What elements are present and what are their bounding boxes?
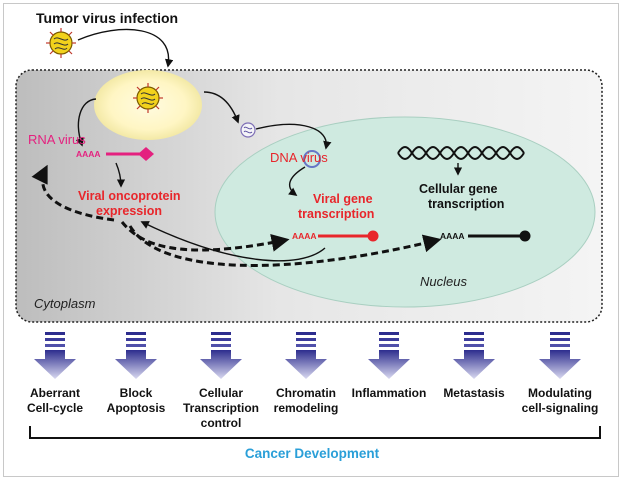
cancer-development-label: Cancer Development (244, 446, 380, 461)
outcome-1-line1: Aberrant (29, 386, 80, 400)
viral-oncoprotein-icon (367, 230, 379, 242)
outcome-arrow-7 (539, 332, 581, 379)
rna-virus-label: RNA virus (28, 132, 86, 147)
cancer-bracket (29, 426, 601, 439)
arrow-to-uncoating (203, 91, 240, 124)
tumor-virus-icon (45, 27, 77, 59)
outcome-4-line1: Chromatin (276, 386, 336, 400)
outcome-arrow-4 (285, 332, 327, 379)
outcome-7-line1: Modulating (528, 386, 592, 400)
cellular-protein-icon (519, 230, 531, 242)
cellular-polyA-label: AAAA (440, 231, 465, 241)
outcome-3-line1: Cellular (198, 386, 243, 400)
dna-virus-label: DNA virus (270, 150, 328, 165)
dashed-arrows (31, 164, 442, 267)
outcome-4: Chromatin remodeling (261, 386, 351, 416)
arrow-to-rna-virus (75, 98, 97, 147)
outcome-1-line2: Cell-cycle (26, 401, 84, 415)
chromosome-helix-icon (397, 146, 525, 160)
outcome-2: Block Apoptosis (91, 386, 181, 416)
outcome-3-line3: control (200, 416, 242, 430)
outcome-6: Metastasis (429, 386, 519, 401)
outcome-5-line1: Inflammation (351, 386, 427, 400)
outcome-2-line2: Apoptosis (106, 401, 166, 415)
outcome-7-line2: cell-signaling (521, 401, 599, 415)
internalized-virus-icon (132, 82, 164, 114)
uncoated-genome-icon (240, 122, 256, 138)
dna-episome-icon (303, 150, 321, 168)
outcome-arrow-3 (200, 332, 242, 379)
rna-virus-protein-icon (138, 147, 154, 161)
arrow-infection (77, 28, 174, 68)
cellular-gene-label-line2: transcription (428, 197, 505, 211)
viral-oncoprotein-label-line1: Viral oncoprotein (78, 189, 181, 203)
outcome-6-line1: Metastasis (443, 386, 505, 400)
viral-oncoprotein-label-line2: expression (96, 204, 163, 218)
diagram-title: Tumor virus infection (36, 10, 179, 26)
arrow-to-viral-transcription (288, 166, 306, 197)
dashed-arrow-to-rna-virus (31, 164, 115, 222)
outcome-3-line2: Transcription (182, 401, 259, 415)
outcome-5: Inflammation (344, 386, 434, 401)
solid-arrows (75, 28, 463, 262)
arrow-to-oncoprotein (115, 162, 126, 188)
cytoplasm-label: Cytoplasm (34, 296, 96, 311)
viral-gene-label-line2: transcription (298, 207, 375, 221)
nucleus-label: Nucleus (420, 274, 467, 289)
outcome-arrow-6 (453, 332, 495, 379)
outcome-1: Aberrant Cell-cycle (10, 386, 100, 416)
outcome-4-line2: remodeling (273, 401, 339, 415)
dashed-arrow-to-cellular-gene (128, 225, 442, 267)
cellular-gene-label-line1: Cellular gene (419, 182, 498, 196)
outcome-arrow-2 (115, 332, 157, 379)
dashed-arrow-to-viral-gene (120, 221, 290, 252)
outcome-arrow-1 (34, 332, 76, 379)
arrow-to-dna-virus (255, 123, 332, 150)
figure-frame (3, 3, 619, 477)
rna-polyA-label: AAAA (76, 149, 101, 159)
outcome-2-line1: Block (119, 386, 153, 400)
outcome-arrow-5 (368, 332, 410, 379)
nucleus-ellipse (214, 116, 596, 308)
viral-gene-label-line1: Viral gene (313, 192, 373, 206)
outcome-7: Modulating cell-signaling (515, 386, 605, 416)
arrow-translation-back (140, 221, 326, 262)
viral-polyA-label: AAAA (292, 231, 317, 241)
outcome-arrows (34, 332, 581, 379)
outcome-3: Cellular Transcription control (176, 386, 266, 431)
